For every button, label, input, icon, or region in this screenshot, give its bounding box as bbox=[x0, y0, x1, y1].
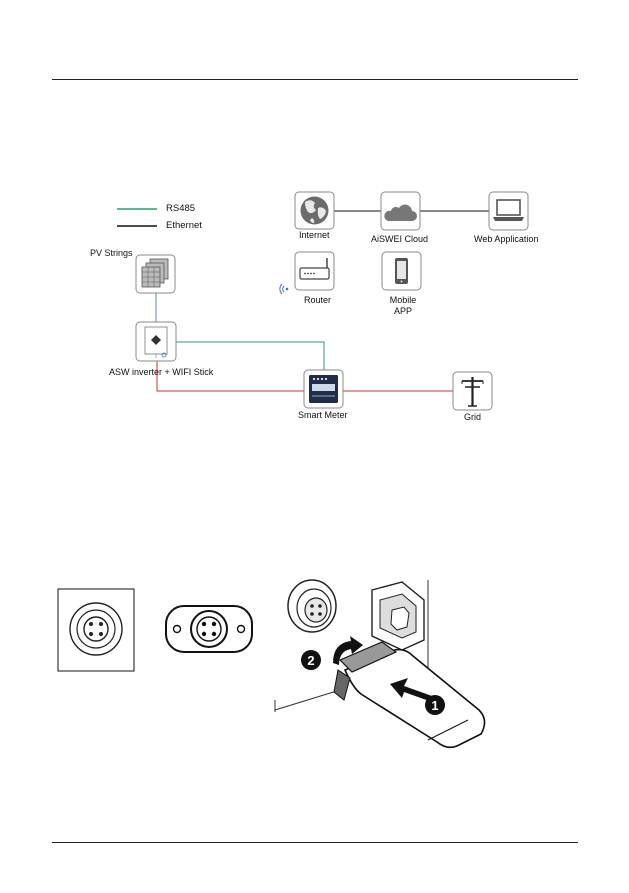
legend-label-ethernet: Ethernet bbox=[166, 220, 202, 231]
pv-panels-icon bbox=[135, 254, 176, 294]
cloud-label: AiSWEI Cloud bbox=[371, 234, 429, 244]
inverter-label: ASW inverter + WIFI Stick bbox=[109, 367, 214, 377]
mobile-label-line1: Mobile bbox=[389, 295, 417, 305]
inverter-icon bbox=[135, 321, 177, 362]
step-2-number: 2 bbox=[307, 653, 314, 668]
wifi-stick-installation-illustration bbox=[274, 579, 486, 749]
router-icon bbox=[294, 251, 335, 291]
laptop-icon bbox=[488, 191, 529, 231]
grid-label: Grid bbox=[464, 412, 482, 422]
grid-pylon-icon bbox=[452, 371, 493, 411]
bottom-rule bbox=[52, 842, 578, 843]
internet-label: Internet bbox=[299, 230, 330, 240]
smart-meter-label: Smart Meter bbox=[298, 410, 348, 420]
rs485-inverter-meter bbox=[176, 341, 325, 370]
port-connector-icon bbox=[57, 588, 135, 672]
step-1-number: 1 bbox=[431, 698, 438, 713]
ac-inverter-meter bbox=[156, 361, 304, 392]
mobile-phone-icon bbox=[381, 251, 422, 291]
smart-meter-icon bbox=[303, 369, 344, 409]
top-rule bbox=[52, 79, 578, 80]
pv-strings-label: PV Strings bbox=[90, 248, 133, 258]
mobile-label-line2: APP bbox=[393, 306, 412, 316]
internet-globe-icon bbox=[294, 191, 335, 230]
web-application-label: Web Application bbox=[474, 234, 539, 244]
cloud-icon bbox=[380, 191, 421, 231]
router-label: Router bbox=[304, 295, 332, 305]
flange-socket-icon bbox=[165, 605, 253, 653]
wifi-signal-icon bbox=[279, 283, 289, 295]
legend-label-rs485: RS485 bbox=[166, 203, 196, 214]
